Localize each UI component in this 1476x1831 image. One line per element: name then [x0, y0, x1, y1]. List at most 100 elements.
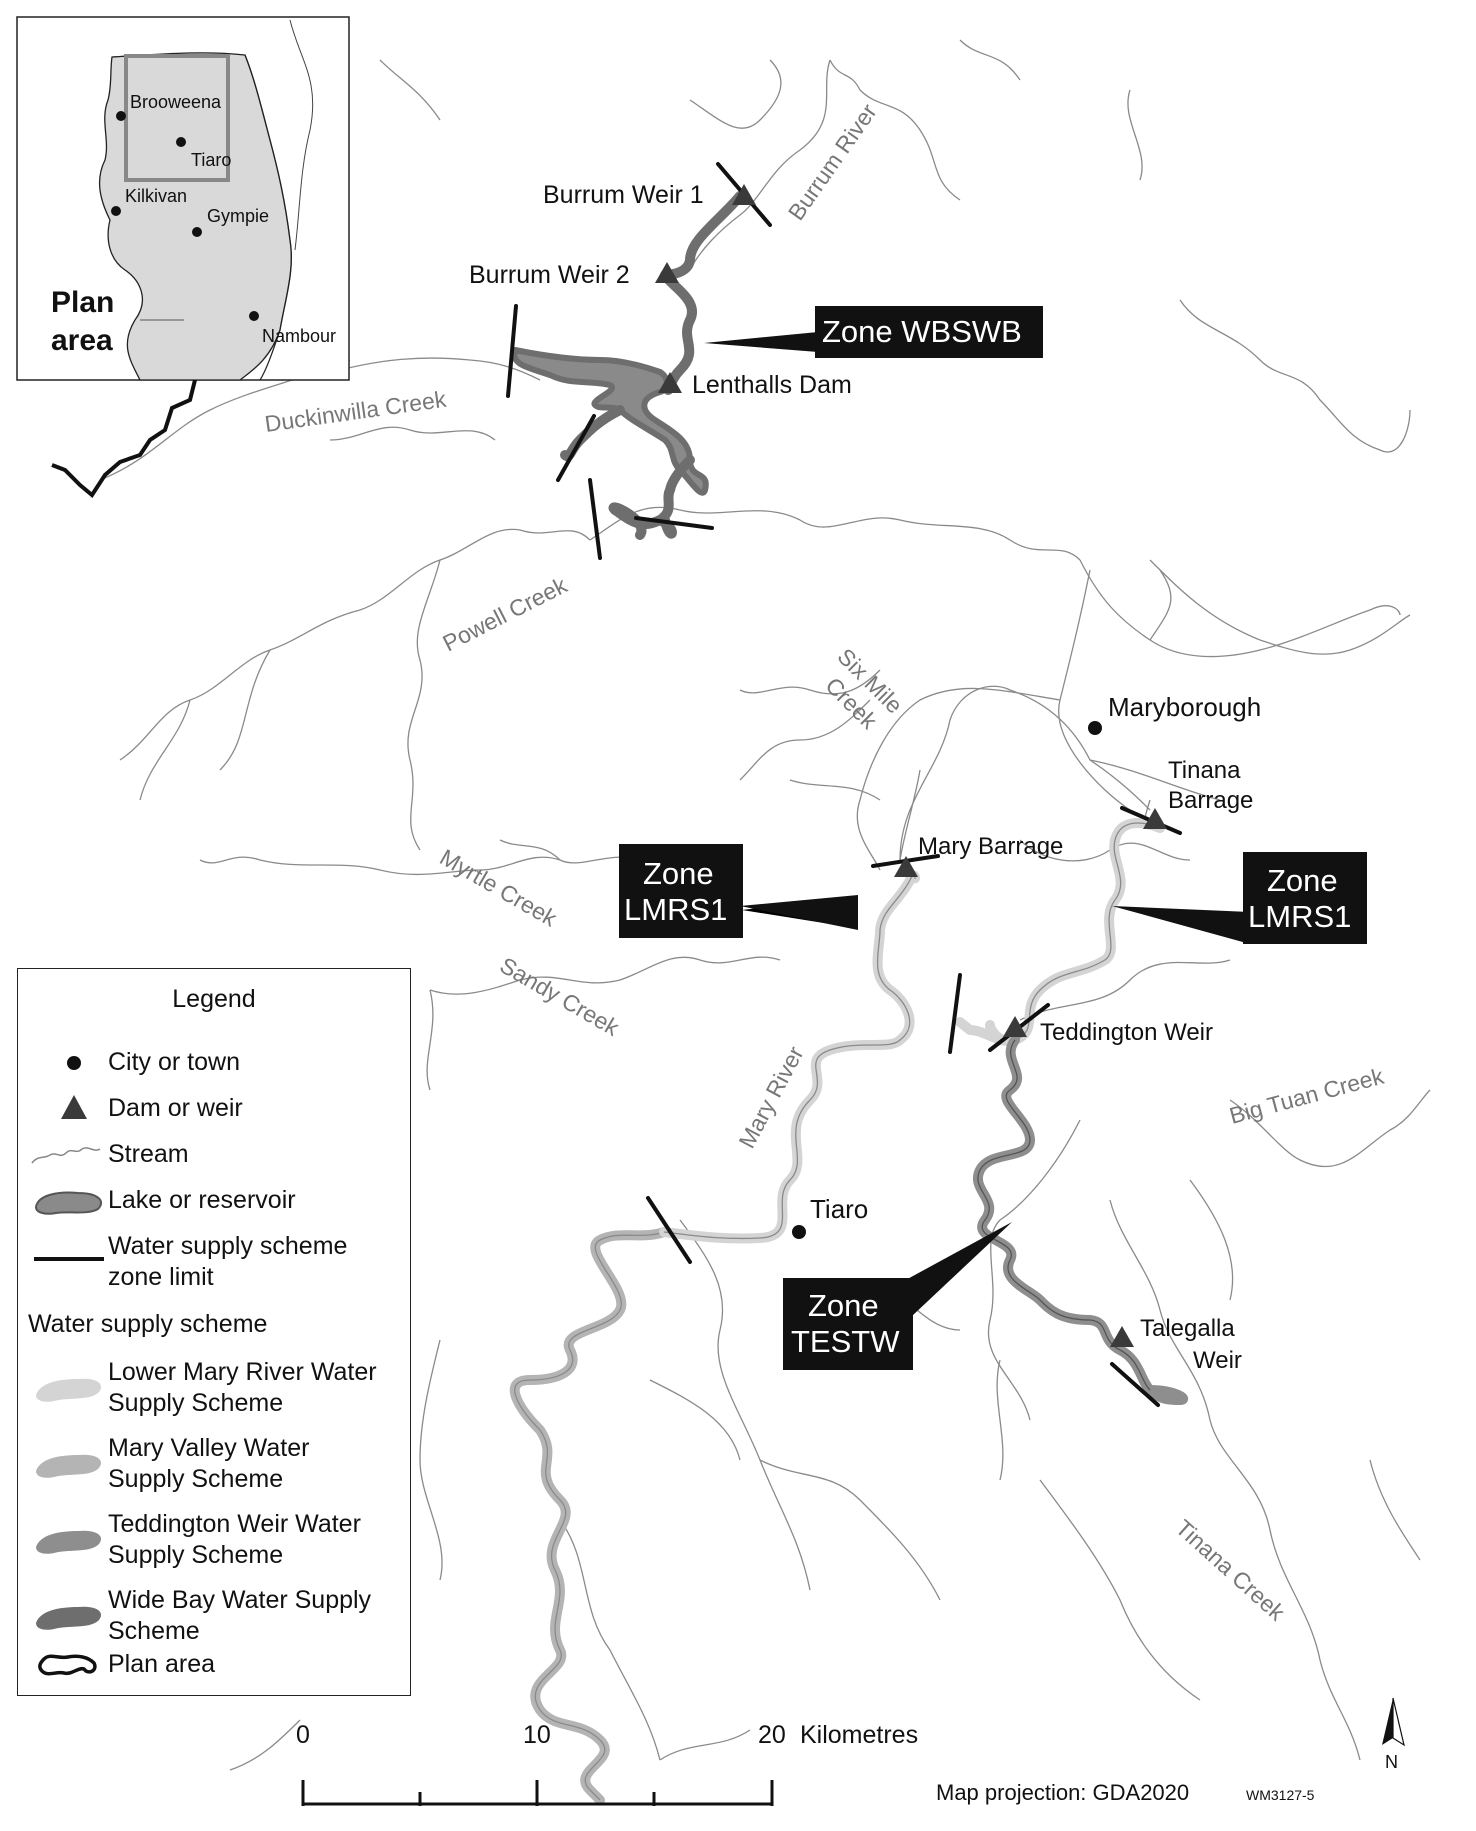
mary-valley-scheme-river	[509, 1227, 669, 1805]
legend-label-mary-valley-2: Supply Scheme	[108, 1465, 284, 1493]
inset-town-brooweena-dot	[116, 111, 126, 121]
legend-scheme-heading: Water supply scheme	[28, 1310, 268, 1338]
wide-bay-swatch-icon	[36, 1606, 102, 1630]
stream-network	[99, 39, 1431, 1771]
label-duckinwilla-creek: Duckinwilla Creek	[263, 386, 448, 437]
inset-label-kilkivan: Kilkivan	[125, 186, 187, 206]
zone-limit-teddington-west	[948, 973, 962, 1054]
zone-limit-powell-west	[588, 478, 602, 560]
inset-label-nambour: Nambour	[262, 326, 336, 346]
zone-lmrs1-left-pointer-fill	[740, 895, 858, 930]
zone-wbswb-label: Zone WBSWB	[822, 314, 1022, 349]
map-projection: Map projection: GDA2020	[936, 1780, 1189, 1805]
legend-label-plan-area: Plan area	[108, 1650, 216, 1678]
zone-limit-mary-river-south	[646, 1196, 692, 1264]
label-talegalla-weir-2: Weir	[1193, 1347, 1242, 1374]
teddington-weir-icon	[1003, 1016, 1027, 1037]
teddington-scheme-tinana-creek-core	[977, 1039, 1151, 1391]
stream-line-icon	[31, 1147, 101, 1164]
inset-town-nambour-dot	[249, 311, 259, 321]
wide-bay-scheme-burrum-river	[660, 191, 745, 395]
label-tinana-creek: Tinana Creek	[1171, 1514, 1291, 1625]
label-burrum-weir-2: Burrum Weir 2	[469, 261, 630, 289]
zone-lmrs1-left-label-1: Zone	[643, 856, 714, 891]
lower-mary-scheme-mary-river-core	[663, 874, 916, 1240]
mary-valley-swatch-icon	[36, 1454, 102, 1478]
inset-coastline	[244, 54, 292, 381]
zone-limit-powell-east	[634, 516, 714, 530]
lenthalls-dam-icon	[658, 372, 682, 393]
inset-town-gympie-dot	[192, 227, 202, 237]
legend-label-lower-mary-1: Lower Mary River Water	[108, 1358, 377, 1386]
inset-label-tiaro: Tiaro	[191, 150, 231, 170]
label-lenthalls-dam: Lenthalls Dam	[692, 371, 852, 399]
legend-label-stream: Stream	[108, 1140, 189, 1168]
inset-label-gympie: Gympie	[207, 206, 269, 226]
label-teddington-weir: Teddington Weir	[1040, 1019, 1213, 1046]
zone-limit-duckinwilla-arm	[556, 414, 596, 482]
zone-wbswb-pointer	[704, 332, 818, 352]
map-code: WM3127-5	[1246, 1787, 1315, 1803]
inset-label-brooweena: Brooweena	[130, 92, 222, 112]
plan-area-outline-icon	[38, 1654, 97, 1676]
zone-lmrs1-left-label-2: LMRS1	[624, 892, 727, 927]
legend-label-wide-bay-1: Wide Bay Water Supply	[108, 1586, 372, 1614]
inset-plan-area-label-2: area	[51, 324, 113, 357]
zone-lmrs1-right-label-2: LMRS1	[1248, 899, 1351, 934]
label-tinana-barrage-1: Tinana	[1168, 757, 1241, 784]
zone-limit-talegalla	[1110, 1362, 1160, 1407]
scale-unit-label: Kilometres	[800, 1721, 918, 1749]
inset-map: Brooweena Tiaro Kilkivan Gympie Nambour …	[16, 16, 350, 381]
legend-label-wide-bay-2: Scheme	[108, 1617, 200, 1645]
zone-wbswb-box	[815, 306, 1043, 358]
dam-weir-markers	[655, 184, 1167, 1347]
tiaro-dot	[792, 1225, 806, 1239]
lake-icon	[34, 1191, 103, 1215]
talegalla-weir-icon	[1110, 1326, 1134, 1347]
teddington-swatch-icon	[36, 1530, 102, 1554]
lower-mary-scheme-tinana-creek-core	[1014, 822, 1161, 1041]
scale-tick-20: 20	[758, 1721, 786, 1749]
zone-testw-box	[783, 1278, 913, 1370]
zone-callout-lmrs1-right: Zone LMRS1	[1112, 852, 1367, 944]
tinana-barrage-icon	[1143, 808, 1167, 829]
zone-lmrs1-left-box	[619, 844, 743, 938]
inset-town-tiaro-dot	[176, 137, 186, 147]
burrum-weir-2-icon	[655, 262, 679, 283]
north-arrow-icon	[1382, 1697, 1405, 1747]
zone-testw-label-1: Zone	[808, 1288, 879, 1323]
label-tinana-barrage-2: Barrage	[1168, 787, 1253, 814]
lower-mary-swatch-icon	[36, 1378, 102, 1402]
legend-label-city: City or town	[108, 1048, 240, 1076]
inset-focus-rectangle	[124, 54, 230, 182]
legend-label-teddington-1: Teddington Weir Water	[108, 1510, 361, 1538]
label-powell-creek: Powell Creek	[438, 572, 571, 657]
zone-testw-label-2: TESTW	[791, 1324, 900, 1359]
north-label: N	[1385, 1752, 1398, 1772]
label-sandy-creek: Sandy Creek	[496, 952, 625, 1041]
wide-bay-scheme-reservoir	[511, 347, 709, 496]
label-mary-barrage: Mary Barrage	[918, 833, 1063, 860]
label-maryborough: Maryborough	[1108, 692, 1261, 722]
label-big-tuan-creek: Big Tuan Creek	[1227, 1063, 1387, 1129]
scale-tick-10: 10	[523, 1721, 551, 1749]
mary-river-channel	[899, 559, 1411, 861]
zone-testw-pointer	[902, 1222, 1012, 1316]
mary-barrage-icon	[894, 856, 918, 877]
legend-label-lower-mary-2: Supply Scheme	[108, 1389, 284, 1417]
legend-label-lake: Lake or reservoir	[108, 1186, 296, 1214]
legend-label-mary-valley-1: Mary Valley Water	[108, 1434, 310, 1462]
dot-icon	[67, 1056, 81, 1070]
zone-lmrs1-right-box	[1243, 852, 1367, 944]
zone-callout-testw: Zone TESTW	[783, 1222, 1012, 1370]
zone-limit-duckinwilla-west	[506, 304, 518, 398]
zone-callout-lmrs1-left: Zone LMRS1	[619, 844, 858, 938]
triangle-icon	[61, 1095, 87, 1119]
zone-limit-icon	[34, 1257, 104, 1261]
legend-label-zone-limit-1: Water supply scheme	[108, 1232, 348, 1260]
legend-panel: Legend City or town Dam or weir Stream L…	[17, 968, 411, 1696]
label-tiaro: Tiaro	[810, 1194, 868, 1224]
inset-plan-area-label-1: Plan	[51, 286, 114, 319]
teddington-scheme-tinana-creek	[973, 1035, 1189, 1405]
